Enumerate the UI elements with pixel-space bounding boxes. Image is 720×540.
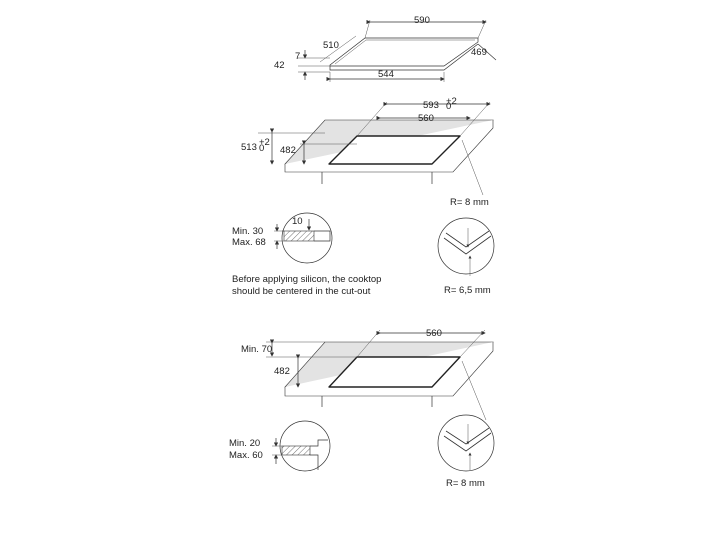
- cut1-inner-width-label: 560: [418, 113, 434, 124]
- det1-max-label: Max. 68: [232, 237, 266, 248]
- top-height-label: 7: [295, 51, 300, 62]
- cut2-min-label: Min. 70: [241, 344, 272, 355]
- corner2-radius-label: R= 8 mm: [446, 478, 485, 489]
- corner-detail-2: [437, 414, 495, 472]
- cut1-width-label: 593: [423, 100, 439, 111]
- corner-detail-1: [437, 217, 495, 276]
- cut1-depth-tolerance-plus: +2: [259, 137, 270, 148]
- cut1-width-tolerance-minus: 0: [446, 101, 451, 112]
- cutout-drawing-1: [258, 101, 494, 196]
- det2-max-label: Max. 60: [229, 450, 263, 461]
- cooktop-drawing: [298, 19, 497, 82]
- cut1-radius-label: R= 8 mm: [450, 197, 489, 208]
- cut2-width-label: 560: [426, 328, 442, 339]
- det1-min-label: Min. 30: [232, 226, 263, 237]
- cut1-depth-label: 513: [241, 142, 257, 153]
- cut1-depth-tolerance-minus: 0: [259, 143, 264, 154]
- cutout-drawing-2: [266, 329, 494, 421]
- section-detail-2: [272, 420, 331, 472]
- top-depth-label: 510: [323, 40, 339, 51]
- cut1-inner-depth-label: 482: [280, 145, 296, 156]
- top-width-label: 590: [414, 15, 430, 26]
- det1-offset-label: 10: [292, 216, 303, 227]
- cut2-depth-label: 482: [274, 366, 290, 377]
- corner1-radius-label: R= 6,5 mm: [444, 285, 491, 296]
- note-line-2: should be centered in the cut-out: [232, 286, 371, 297]
- section-detail-1: [274, 212, 333, 264]
- note-line-1: Before applying silicon, the cooktop: [232, 274, 381, 285]
- top-right-depth-label: 469: [471, 47, 487, 58]
- cut1-width-tolerance-plus: +2: [446, 96, 457, 107]
- det2-min-label: Min. 20: [229, 438, 260, 449]
- top-total-height-label: 42: [274, 60, 285, 71]
- top-bottom-width-label: 544: [378, 69, 394, 80]
